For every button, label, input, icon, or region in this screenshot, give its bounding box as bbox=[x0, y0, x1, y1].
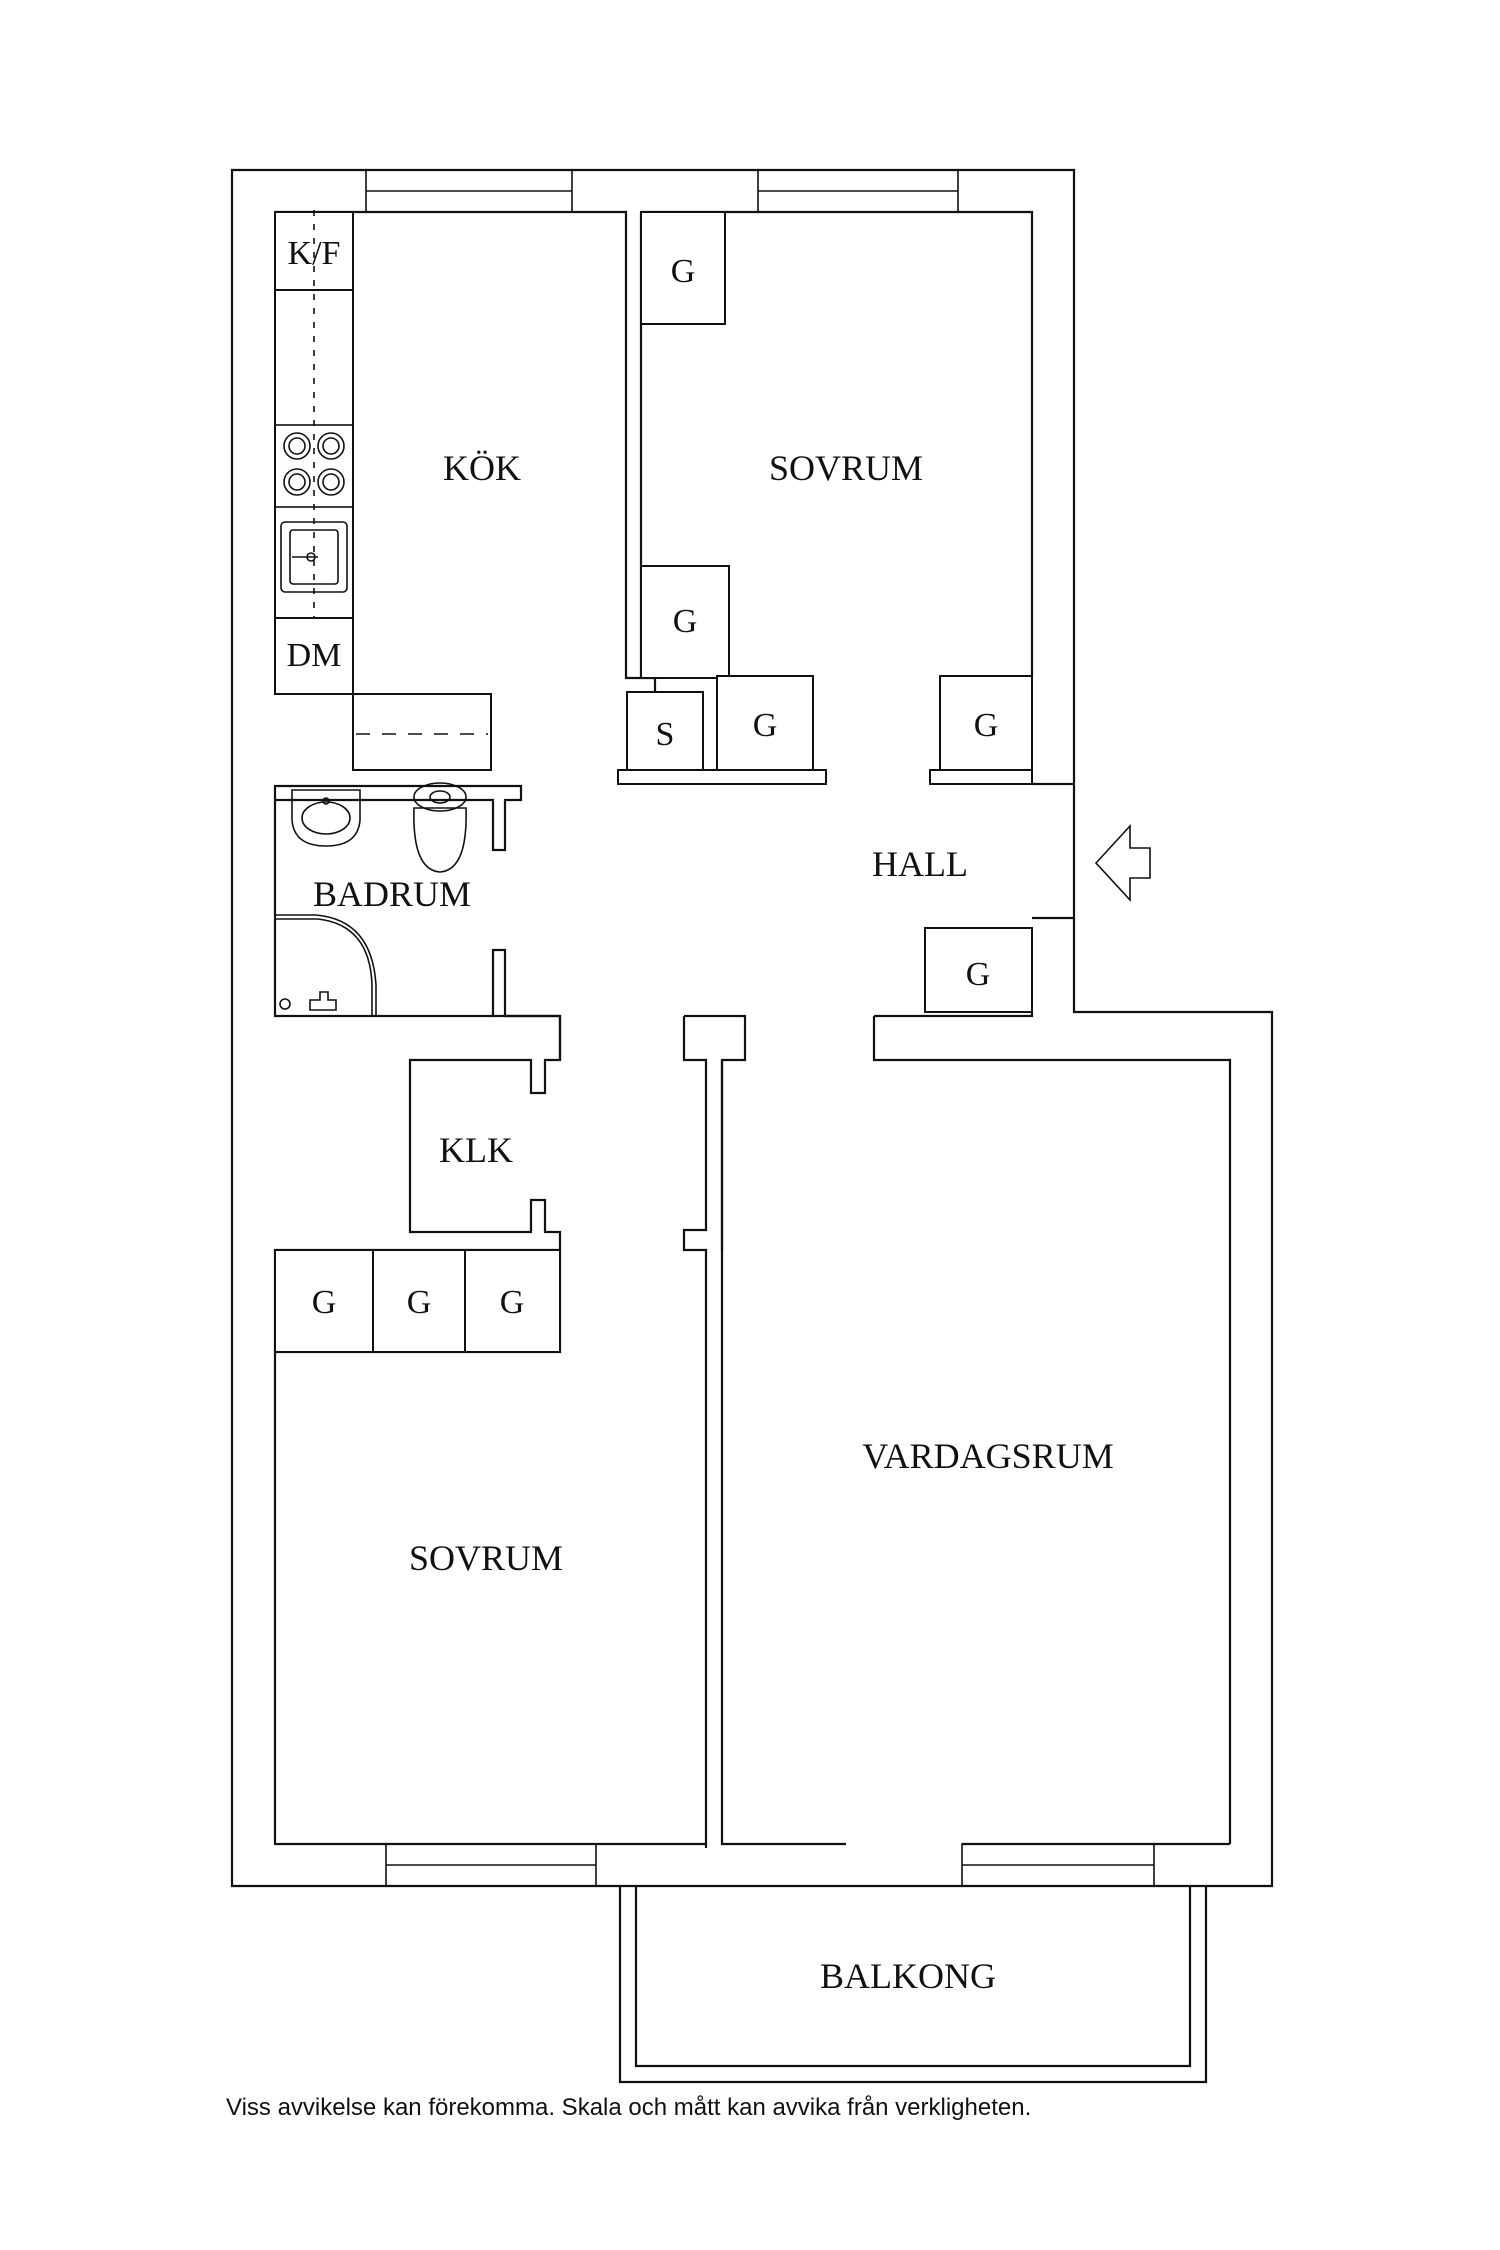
wardrobe-bedroom-bottom-2 bbox=[372, 1249, 466, 1353]
room-label-kitchen: KÖK bbox=[443, 448, 521, 488]
window-kitchen bbox=[365, 169, 573, 213]
wardrobe-bedroom-top-2 bbox=[640, 565, 730, 679]
living-room-top-wall bbox=[872, 1012, 1232, 1844]
washbasin-icon bbox=[291, 789, 361, 847]
wardrobe-hall-2 bbox=[939, 675, 1033, 771]
dishwasher bbox=[274, 617, 354, 695]
entrance-arrow-icon bbox=[1094, 823, 1151, 903]
room-label-bedroom-top: SOVRUM bbox=[769, 448, 923, 488]
bathroom-wall bbox=[273, 784, 562, 1060]
wardrobe-bedroom-bottom-3 bbox=[464, 1249, 561, 1353]
hall-wall-segment bbox=[929, 769, 1033, 785]
wardrobe-label: G bbox=[407, 1284, 432, 1321]
room-label-balcony: BALKONG bbox=[820, 1956, 996, 1996]
wardrobe-label: G bbox=[974, 707, 999, 744]
wardrobe-bedroom-bottom-1 bbox=[274, 1249, 374, 1353]
disclaimer-text: Viss avvikelse kan förekomma. Skala och … bbox=[226, 2094, 1032, 2121]
wardrobe-label: G bbox=[500, 1284, 525, 1321]
hall-wall-segment bbox=[617, 769, 827, 785]
wardrobe-label: G bbox=[966, 956, 991, 993]
wardrobe-hall-1 bbox=[716, 675, 814, 771]
storage-label: S bbox=[656, 716, 675, 753]
room-label-living-room: VARDAGSRUM bbox=[862, 1436, 1113, 1476]
room-label-hall: HALL bbox=[872, 844, 968, 884]
wardrobe-label: G bbox=[671, 253, 696, 290]
wardrobe-hall-3 bbox=[924, 927, 1033, 1013]
wardrobe-label: G bbox=[753, 707, 778, 744]
toilet-icon bbox=[413, 782, 467, 873]
wardrobe-label: G bbox=[312, 1284, 337, 1321]
window-living-room bbox=[961, 1843, 1155, 1887]
bedroom-top-wall bbox=[641, 210, 1034, 678]
dishwasher-label: DM bbox=[287, 637, 342, 674]
storage bbox=[626, 691, 704, 771]
outer-wall bbox=[230, 168, 1274, 1888]
corridor-wall-right bbox=[682, 1014, 747, 1848]
window-bedroom-top bbox=[757, 169, 959, 213]
room-label-walk-in-closet: KLK bbox=[439, 1130, 513, 1170]
wardrobe-bedroom-top-1 bbox=[640, 211, 726, 325]
balcony bbox=[618, 1886, 1208, 2084]
corridor-wall-left bbox=[408, 1014, 562, 1250]
entrance-wall bbox=[1032, 782, 1074, 920]
kitchen-island bbox=[352, 693, 492, 771]
wardrobe-label: G bbox=[673, 603, 698, 640]
kitchen-wall bbox=[275, 210, 657, 692]
living-room-wall bbox=[720, 1060, 1230, 1846]
room-label-bedroom-bottom: SOVRUM bbox=[409, 1538, 563, 1578]
window-bedroom-bottom bbox=[385, 1843, 597, 1887]
shower-icon bbox=[275, 914, 377, 1016]
room-label-bathroom: BADRUM bbox=[313, 874, 471, 914]
